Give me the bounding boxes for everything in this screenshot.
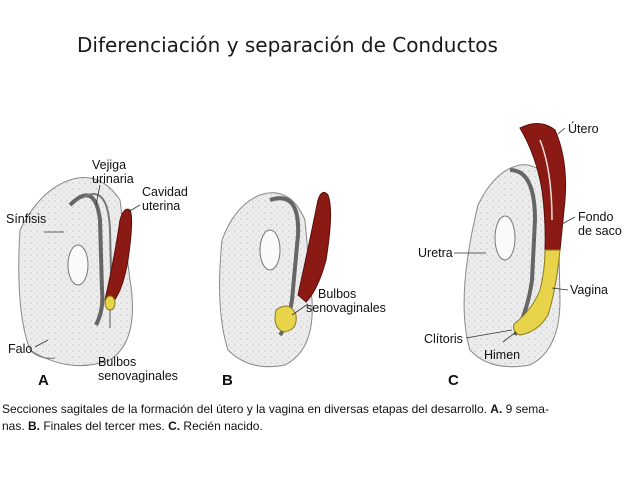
sagittal-sections-illustration (18, 123, 576, 368)
label-bulbos-a: Bulbos (98, 355, 137, 369)
figure-caption: Secciones sagitales de la formación del … (2, 401, 632, 435)
caption-text-2: 9 sema- (502, 402, 549, 416)
embryology-figure: Sínfisis Vejiga urinaria Cavidad uterina… (0, 110, 638, 460)
caption-bold-b: B. (28, 419, 41, 433)
label-fondo: Fondo (578, 210, 614, 224)
label-vejiga: Vejiga (92, 158, 127, 172)
label-falo: Falo (8, 342, 33, 356)
label-vagina: Vagina (570, 283, 608, 297)
section-c-drawing (463, 123, 567, 368)
label-utero: Útero (568, 122, 599, 136)
caption-text-4: Finales del tercer mes. (40, 419, 169, 433)
label-himen: Himen (484, 348, 521, 362)
label-senovaginales-a: senovaginales (98, 369, 178, 383)
caption-text-5: Recién nacido. (180, 419, 263, 433)
section-a-drawing (18, 177, 133, 367)
caption-text-3: nas. (2, 419, 29, 433)
label-sinfisis: Sínfisis (6, 212, 47, 226)
label-uretra: Uretra (418, 246, 453, 260)
slide-title: Diferenciación y separación de Conductos (77, 33, 498, 57)
leader-lines (34, 127, 576, 348)
label-uterina: uterina (142, 199, 181, 213)
caption-text-1: Secciones sagitales de la formación del … (2, 402, 491, 416)
label-de-saco: de saco (578, 224, 622, 238)
label-bulbos-b: Bulbos (318, 287, 357, 301)
panel-letter-b: B (222, 372, 233, 389)
panel-letter-a: A (38, 372, 49, 389)
caption-bold-c: C. (168, 419, 181, 433)
label-cavidad: Cavidad (142, 185, 188, 199)
caption-bold-a: A. (490, 402, 503, 416)
label-senovaginales-b: senovaginales (306, 301, 386, 315)
label-urinaria: urinaria (92, 172, 134, 186)
section-b-drawing (219, 191, 332, 368)
panel-letter-c: C (448, 372, 459, 389)
label-clitoris: Clítoris (424, 332, 463, 346)
